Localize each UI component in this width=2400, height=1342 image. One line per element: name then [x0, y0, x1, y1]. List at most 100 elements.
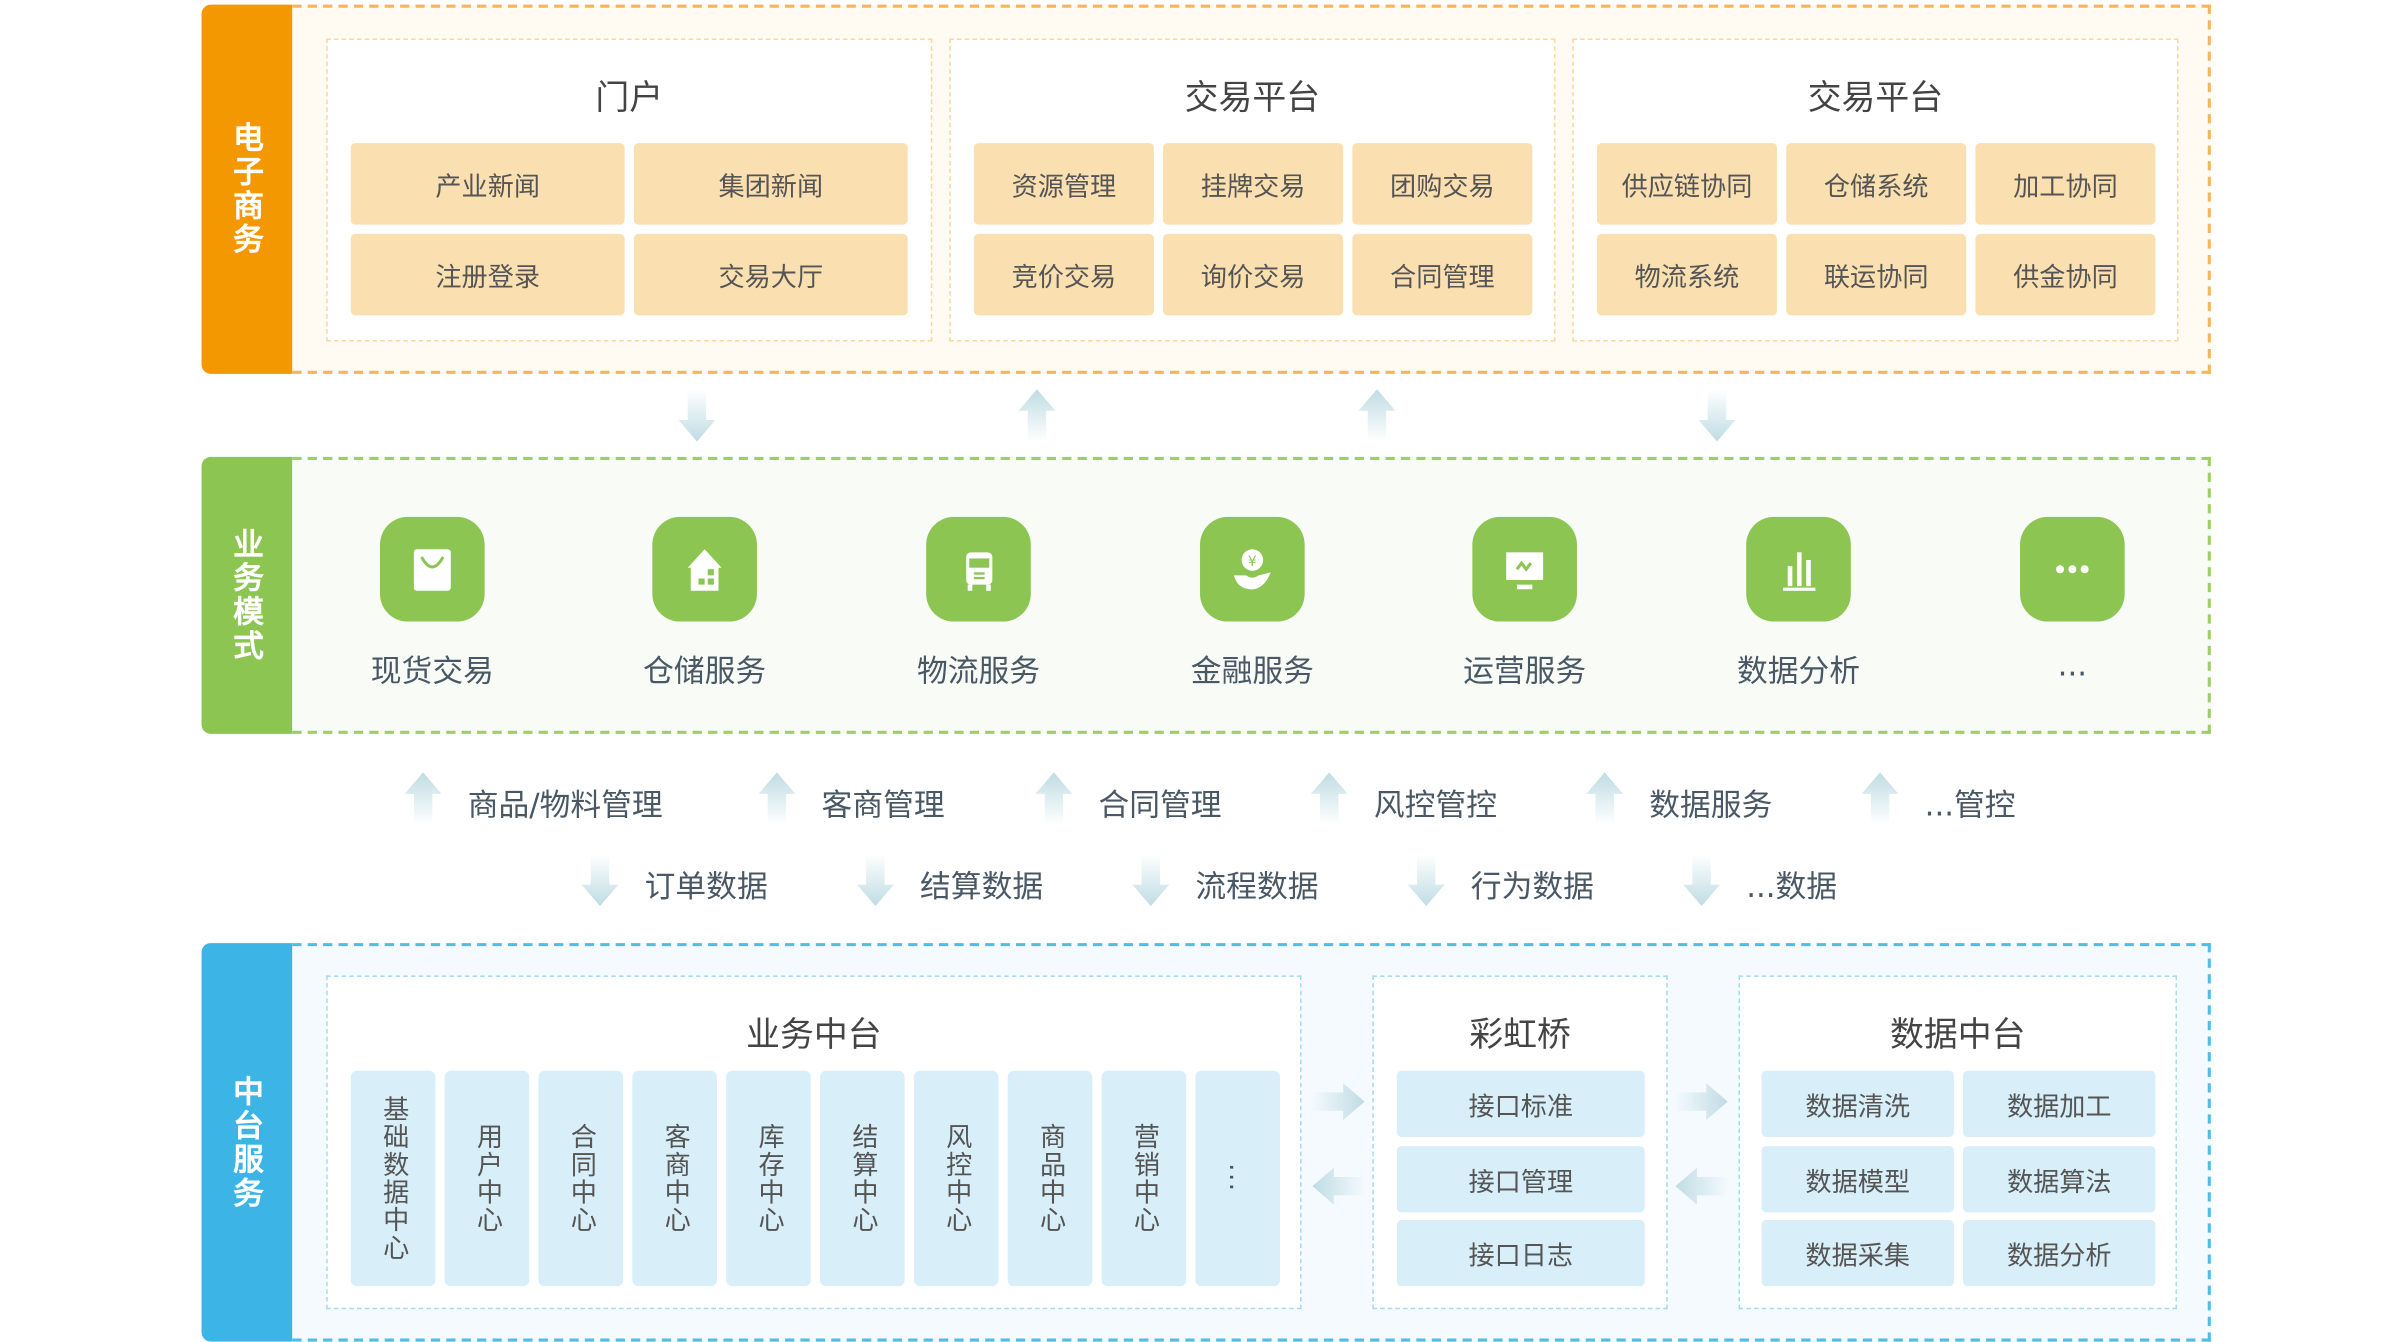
business-center-tile[interactable]: 用户中心: [444, 1070, 530, 1287]
tile[interactable]: 供应链协同: [1596, 143, 1777, 225]
tile-label: 基础数据中心: [376, 1095, 408, 1262]
business-center-tile[interactable]: ...: [1195, 1070, 1281, 1287]
tile[interactable]: 联运协同: [1786, 233, 1967, 316]
tile-label: 合同中心: [564, 1123, 596, 1234]
ecommerce-section: 电子商务 门户 产业新闻 集团新闻 注册登录 交易大厅 交易平台 资源管理 挂牌…: [201, 4, 2211, 374]
tile[interactable]: 供金协同: [1975, 233, 2156, 316]
finance-hand-icon: ¥: [1200, 516, 1305, 622]
arrow-down-icon: [1694, 389, 1740, 447]
flow-label: 数据服务: [1649, 786, 1773, 824]
business-mode-label: 数据分析: [1736, 652, 1861, 690]
business-center-tile[interactable]: 风控中心: [913, 1070, 999, 1287]
panel-title: 门户: [595, 80, 664, 119]
tile[interactable]: 集团新闻: [633, 143, 908, 225]
flow-down-item: 结算数据: [852, 853, 1043, 914]
bar-chart-icon: [1746, 516, 1851, 622]
arrow-down-icon: [852, 853, 920, 914]
monitor-icon: [1472, 516, 1577, 622]
business-mode-section: 业务模式 现货交易仓储服务物流服务¥金融服务运营服务数据分析...: [201, 456, 2211, 734]
arrow-up-icon: [754, 772, 822, 832]
tile[interactable]: 团购交易: [1352, 143, 1533, 225]
panel-title: 交易平台: [1807, 80, 1944, 119]
ecommerce-label: 电子商务: [201, 4, 293, 374]
flow-label: 流程数据: [1195, 867, 1319, 905]
tile-label: 库存中心: [752, 1123, 784, 1234]
tile[interactable]: 接口管理: [1396, 1146, 1645, 1213]
arrow-right-icon: [1312, 1078, 1365, 1130]
business-center-tile[interactable]: 客商中心: [632, 1070, 717, 1287]
arrow-up-icon: [1014, 389, 1060, 447]
tile[interactable]: 数据分析: [1963, 1220, 2156, 1287]
arrow-up-icon: [1031, 772, 1099, 832]
arrow-up-icon: [1354, 389, 1400, 447]
business-center-tile[interactable]: 结算中心: [820, 1070, 905, 1287]
business-mode-label: 运营服务: [1463, 652, 1587, 690]
middle-platform-label: 中台服务: [201, 943, 293, 1342]
tile[interactable]: 接口日志: [1396, 1220, 1645, 1287]
more-icon: [2020, 516, 2125, 622]
business-mode-label: 仓储服务: [643, 652, 767, 690]
panel-title: 数据中台: [1890, 1016, 2026, 1056]
tile[interactable]: 交易大厅: [633, 233, 908, 316]
business-mode-item[interactable]: 仓储服务: [612, 516, 797, 691]
svg-text:¥: ¥: [1248, 554, 1257, 570]
warehouse-icon: [652, 516, 757, 622]
tile[interactable]: 挂牌交易: [1163, 143, 1344, 225]
flow-label: 风控管控: [1373, 786, 1497, 824]
portal-panel: 门户 产业新闻 集团新闻 注册登录 交易大厅: [326, 38, 933, 342]
tile[interactable]: 数据加工: [1963, 1070, 2156, 1137]
trading-platform-panel: 交易平台 资源管理 挂牌交易 团购交易 竞价交易 询价交易 合同管理: [949, 38, 1556, 342]
business-mode-item[interactable]: ¥金融服务: [1160, 516, 1345, 691]
shopping-bag-icon: [380, 516, 485, 622]
tile[interactable]: 物流系统: [1596, 233, 1777, 316]
flow-down-item: 订单数据: [577, 853, 768, 914]
rainbow-bridge-panel: 彩虹桥 接口标准 接口管理 接口日志: [1372, 975, 1668, 1310]
truck-icon: [926, 516, 1031, 622]
business-mode-item[interactable]: 物流服务: [886, 516, 1071, 691]
business-mode-label: 现货交易: [370, 652, 494, 690]
flow-label: ...管控: [1924, 786, 2016, 824]
flow-up-item: 客商管理: [754, 772, 945, 832]
arrow-up-icon: [1582, 772, 1650, 832]
tile[interactable]: 产业新闻: [350, 143, 625, 225]
arrow-up-icon: [1306, 772, 1374, 832]
flow-up-item: 风控管控: [1306, 772, 1497, 832]
business-center-tile[interactable]: 商品中心: [1007, 1070, 1093, 1287]
arrow-down-icon: [1128, 853, 1196, 914]
tile-label: 营销中心: [1127, 1123, 1159, 1234]
tile[interactable]: 加工协同: [1975, 143, 2156, 225]
arrow-down-icon: [1403, 853, 1471, 914]
data-middle-panel: 数据中台 数据清洗 数据加工 数据模型 数据算法 数据采集 数据分析: [1738, 975, 2177, 1310]
business-center-tile[interactable]: 营销中心: [1101, 1070, 1187, 1287]
business-mode-item[interactable]: 数据分析: [1706, 516, 1891, 691]
tile[interactable]: 资源管理: [973, 143, 1154, 225]
tile[interactable]: 注册登录: [350, 233, 625, 316]
tile[interactable]: 合同管理: [1352, 233, 1533, 316]
flow-down-item: 行为数据: [1403, 853, 1594, 914]
business-center-tile[interactable]: 基础数据中心: [350, 1070, 436, 1287]
tile[interactable]: 数据算法: [1963, 1146, 2156, 1213]
tile-label: ...: [1222, 1163, 1254, 1194]
tile[interactable]: 数据清洗: [1761, 1070, 1954, 1137]
flow-up-item: 数据服务: [1582, 772, 1773, 832]
flow-up-item: 商品/物料管理: [400, 772, 663, 832]
business-mode-label: ...: [2057, 646, 2088, 684]
flow-up-item: 合同管理: [1031, 772, 1222, 832]
business-mode-item[interactable]: 现货交易: [340, 516, 525, 691]
tile[interactable]: 数据采集: [1761, 1220, 1954, 1287]
tile-label: 结算中心: [846, 1123, 877, 1234]
panel-title: 交易平台: [1184, 80, 1321, 119]
tile[interactable]: 仓储系统: [1786, 143, 1967, 225]
flow-label: 订单数据: [644, 867, 768, 905]
business-center-tile[interactable]: 库存中心: [726, 1070, 811, 1287]
tile-label: 用户中心: [470, 1123, 502, 1234]
business-mode-item[interactable]: 运营服务: [1432, 516, 1617, 691]
tile[interactable]: 竞价交易: [973, 233, 1154, 316]
flow-label: 合同管理: [1098, 786, 1222, 824]
tile[interactable]: 接口标准: [1396, 1070, 1645, 1137]
business-mode-item[interactable]: ...: [1980, 516, 2165, 684]
tile[interactable]: 数据模型: [1761, 1146, 1954, 1213]
tile[interactable]: 询价交易: [1163, 233, 1344, 316]
business-center-tile[interactable]: 合同中心: [538, 1070, 624, 1287]
arrow-up-icon: [1857, 772, 1925, 832]
